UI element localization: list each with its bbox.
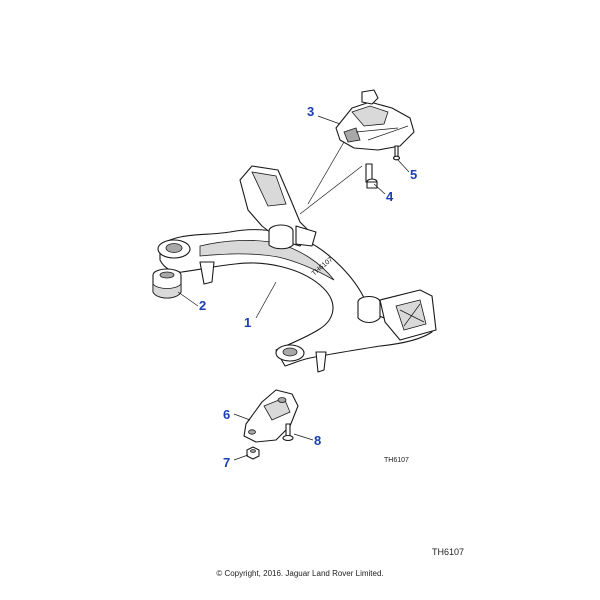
bolt-5 [392,145,401,161]
leader-7 [233,454,249,461]
leader-6 [233,413,251,421]
leader-lines [177,115,410,461]
figure-code: TH6107 [432,547,465,557]
leader-4-to-subframe-b [299,165,363,215]
nut-7 [246,446,260,460]
leader-8 [293,433,314,441]
leader-1 [255,281,277,319]
callout-8: 8 [314,433,321,448]
bolt-4 [365,163,378,189]
bush [152,268,182,299]
bolt-8 [282,423,294,442]
subframe-crossmember: TH6107 [157,165,437,373]
leader-4 [373,183,386,195]
mounting-bracket-lower [243,389,299,443]
leader-5 [397,159,410,173]
copyright-notice: © Copyright, 2016. Jaguar Land Rover Lim… [216,569,384,578]
callout-5: 5 [410,167,417,182]
leader-3 [317,115,341,125]
leader-2 [177,291,199,307]
callout-labels: 1 2 3 4 5 6 7 8 [199,104,417,470]
mounting-bracket [335,89,415,151]
callout-7: 7 [223,455,230,470]
callout-4: 4 [386,189,394,204]
leader-3-to-subframe-a [307,141,345,205]
illustration-reference: TH6107 [384,457,409,464]
callout-3: 3 [307,104,314,119]
callout-1: 1 [244,315,251,330]
callout-2: 2 [199,298,206,313]
callout-6: 6 [223,407,230,422]
